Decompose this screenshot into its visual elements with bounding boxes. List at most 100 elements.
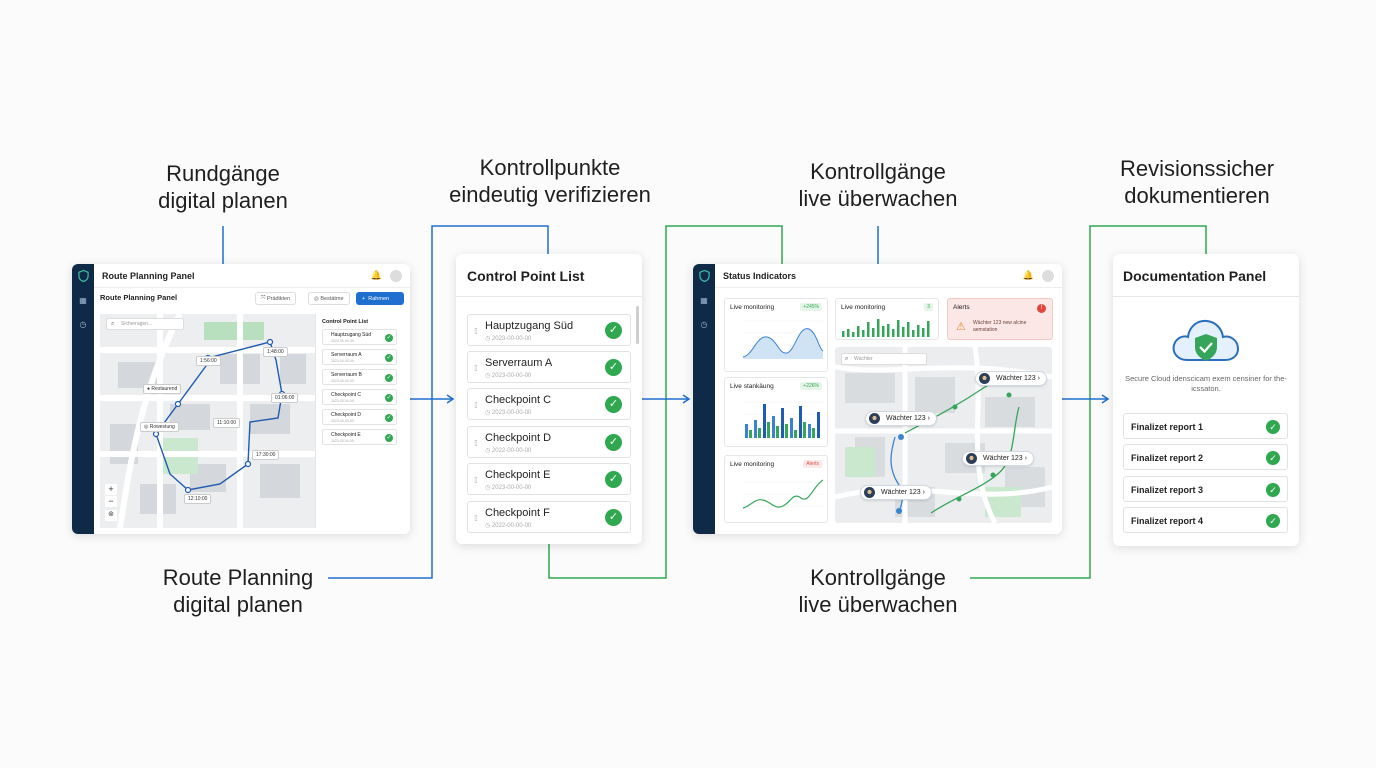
secure-cloud-icon bbox=[1172, 319, 1240, 361]
caption-bottom-2: Kontrollgänge live überwachen bbox=[778, 564, 978, 618]
tile-title: Live monitoring bbox=[841, 304, 886, 311]
control-point-row[interactable]: ⁞⁞Checkpoint E◷ 2023-00-00-00✓ bbox=[467, 463, 631, 495]
clock-icon[interactable]: ◷ bbox=[700, 320, 708, 329]
line-sparkline bbox=[742, 479, 824, 509]
tile-title: Alerts bbox=[953, 304, 970, 311]
documentation-panel: Documentation Panel Secure Cloud idensci… bbox=[1113, 254, 1299, 546]
time-label: 17:30:00 bbox=[252, 450, 280, 460]
map-label-route[interactable]: ◎ Rowestung bbox=[140, 422, 179, 432]
nav-rail: ▦ ◷ bbox=[72, 264, 94, 534]
locate-icon[interactable]: ⊚ bbox=[105, 510, 117, 521]
chip-label: Bestätme bbox=[320, 295, 344, 302]
check-icon: ✓ bbox=[605, 359, 622, 376]
tile-title: Live monitoring bbox=[730, 461, 775, 468]
time-label: 01:06:00 bbox=[271, 393, 299, 403]
caption-step-2: Kontrollpunkte eindeutig verifizieren bbox=[430, 154, 670, 208]
live-monitoring-alerts-tile[interactable]: Live monitoring Alerts bbox=[724, 455, 828, 523]
avatar[interactable] bbox=[1042, 269, 1054, 282]
tile-title: Live stankäung bbox=[730, 383, 774, 390]
scrollbar[interactable] bbox=[636, 306, 639, 344]
control-point-row[interactable]: ⁞⁞Hauptzugang Süd◷ 2023-00-00-00✓ bbox=[467, 314, 631, 346]
clock-icon[interactable]: ◷ bbox=[79, 320, 87, 329]
drag-handle-icon[interactable]: ⁞⁞ bbox=[474, 327, 478, 336]
drag-handle-icon[interactable]: ⁞⁞ bbox=[474, 401, 478, 410]
drag-handle-icon[interactable]: ⁞⁞ bbox=[474, 514, 478, 523]
bar-chart bbox=[743, 401, 823, 439]
route-map[interactable]: ⌕Sicherragen... ● Restaurend ◎ Rowestung… bbox=[100, 314, 316, 528]
live-monitoring-tile[interactable]: Live monitoring +245% bbox=[724, 298, 828, 372]
guard-marker[interactable]: ☻Wächter 123 › bbox=[860, 485, 932, 500]
report-row[interactable]: Finalizet report 1✓ bbox=[1123, 413, 1288, 439]
report-row[interactable]: Finalizet report 2✓ bbox=[1123, 444, 1288, 470]
alerts-tile[interactable]: Alerts ! ⚠ Wächter 123 new alcine aemsta… bbox=[947, 298, 1053, 340]
check-icon: ✓ bbox=[385, 394, 393, 402]
avatar[interactable] bbox=[390, 269, 402, 282]
drag-handle-icon[interactable]: ⁞⁞ bbox=[474, 364, 478, 373]
date-text: 2022-00-00-00 bbox=[491, 523, 532, 529]
confirm-button[interactable]: ◎ Bestätme bbox=[308, 292, 350, 305]
item-date: 2023-00-00-00 bbox=[331, 359, 354, 363]
control-point-row[interactable]: ⁞⁞Checkpoint C◷ 2023-00-00-00✓ bbox=[467, 388, 631, 420]
nav-rail: ▦ ◷ bbox=[693, 264, 715, 534]
shield-logo-icon bbox=[698, 270, 710, 282]
item-name: Checkpoint E bbox=[331, 432, 361, 438]
zoom-in-button[interactable]: + bbox=[105, 484, 117, 495]
cloud-description: Secure Cloud idenscicam exem censiner fo… bbox=[1125, 374, 1287, 393]
control-point-row[interactable]: ⁞⁞Checkpoint F◷ 2022-00-00-00✓ bbox=[467, 501, 631, 533]
trend-badge: +226% bbox=[800, 382, 822, 390]
zoom-out-button[interactable]: − bbox=[105, 496, 117, 507]
live-monitoring-bars-tile[interactable]: Live monitoring 3 bbox=[835, 298, 939, 340]
arrow-head-2 bbox=[682, 394, 691, 404]
drag-handle-icon[interactable]: ⁞⁞ bbox=[474, 476, 478, 485]
control-point-name: Hauptzugang Süd bbox=[485, 320, 574, 332]
count-badge: 3 bbox=[924, 303, 933, 311]
guard-name: Wächter 123 bbox=[996, 375, 1036, 382]
live-stats-tile[interactable]: Live stankäung +226% bbox=[724, 377, 828, 447]
report-row[interactable]: Finalizet report 3✓ bbox=[1123, 476, 1288, 502]
grid-icon[interactable]: ▦ bbox=[79, 296, 87, 305]
caption-step-4: Revisionssicher dokumentieren bbox=[1097, 155, 1297, 209]
predict-button[interactable]: ⤧ Prädikten bbox=[255, 292, 297, 305]
guard-marker[interactable]: ☻Wächter 123 › bbox=[962, 451, 1034, 466]
caption-line: Route Planning bbox=[162, 565, 314, 590]
control-point-date: ◷ 2023-00-00-00 bbox=[485, 485, 532, 491]
guard-avatar-icon: ☻ bbox=[869, 413, 880, 424]
arrow-head-3 bbox=[1101, 394, 1110, 404]
map-search-input[interactable]: ⌕Wächter bbox=[841, 353, 927, 365]
bell-icon[interactable]: 🔔 bbox=[370, 270, 382, 280]
live-tracking-map[interactable]: ⌕Wächter ☻Wächter 123 › ☻Wächter 123 › ☻… bbox=[835, 347, 1052, 523]
guard-marker[interactable]: ☻Wächter 123 › bbox=[865, 411, 937, 426]
arrow-head-1 bbox=[446, 394, 455, 404]
report-name: Finalizet report 2 bbox=[1131, 453, 1204, 463]
bell-icon[interactable]: 🔔 bbox=[1022, 270, 1034, 280]
time-label: 12:10:00 bbox=[184, 494, 212, 504]
map-label-restaurant[interactable]: ● Restaurend bbox=[143, 384, 182, 394]
report-row[interactable]: Finalizet report 4✓ bbox=[1123, 507, 1288, 533]
chip-label: Rahmen bbox=[368, 295, 390, 302]
control-point-row[interactable]: ⁞⁞Serverraum A◷ 2023-00-00-00✓ bbox=[467, 351, 631, 383]
item-name: Serverraum A bbox=[331, 352, 362, 358]
add-button[interactable]: + Rahmen bbox=[356, 292, 404, 305]
guard-marker[interactable]: ☻Wächter 123 › bbox=[975, 371, 1047, 386]
grid-icon[interactable]: ▦ bbox=[700, 296, 708, 305]
map-search-input[interactable]: ⌕Sicherragen... bbox=[106, 318, 184, 330]
trend-badge: +245% bbox=[800, 303, 822, 311]
item-date: 2023-00-00-00 bbox=[331, 419, 354, 423]
check-icon: ✓ bbox=[605, 509, 622, 526]
control-point-row[interactable]: ⁞⁞Checkpoint D◷ 2022-00-00-00✓ bbox=[467, 426, 631, 458]
check-icon: ✓ bbox=[385, 334, 393, 342]
map-label-text: Restaurend bbox=[151, 386, 178, 392]
control-point-name: Checkpoint C bbox=[485, 394, 552, 406]
drag-handle-icon[interactable]: ⁞⁞ bbox=[474, 439, 478, 448]
control-point-name: Checkpoint D bbox=[485, 432, 552, 444]
caption-bottom-1: Route Planning digital planen bbox=[138, 564, 338, 618]
report-name: Finalizet report 3 bbox=[1131, 485, 1204, 495]
search-placeholder: Wächter bbox=[854, 356, 873, 362]
area-sparkline bbox=[742, 320, 824, 359]
